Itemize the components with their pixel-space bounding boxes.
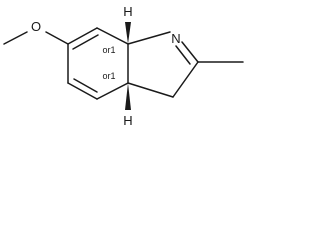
chemical-structure: O N H H or1 or1 xyxy=(3,4,244,128)
stereo-label-bottom: or1 xyxy=(102,71,115,81)
wedge-bond-top xyxy=(125,22,131,44)
hydrogen-top-label: H xyxy=(123,4,132,19)
bond-c2-c3 xyxy=(172,61,199,98)
bond-c6-c7-double xyxy=(72,34,99,50)
bond-n1-c2 xyxy=(181,41,199,63)
hydrogen-bottom-label: H xyxy=(123,113,132,128)
bond-c7-c7a xyxy=(96,27,129,45)
wedge-bond-bottom xyxy=(125,83,131,110)
bond-c3-c3a xyxy=(127,82,174,98)
bond-n1-c2-double xyxy=(175,45,191,65)
oxygen-label: O xyxy=(31,19,41,34)
bond-c7a-n1 xyxy=(127,31,171,45)
stereo-label-top: or1 xyxy=(102,45,115,55)
bond-c4-c5-double xyxy=(73,78,98,93)
bond-oxygen-c6 xyxy=(45,31,69,45)
bond-c6-c7 xyxy=(67,27,98,45)
nitrogen-label: N xyxy=(171,31,180,46)
bond-c3a-c4 xyxy=(96,82,129,100)
bond-methyl-oxygen xyxy=(3,31,28,45)
bond-c4-c5 xyxy=(67,82,98,100)
